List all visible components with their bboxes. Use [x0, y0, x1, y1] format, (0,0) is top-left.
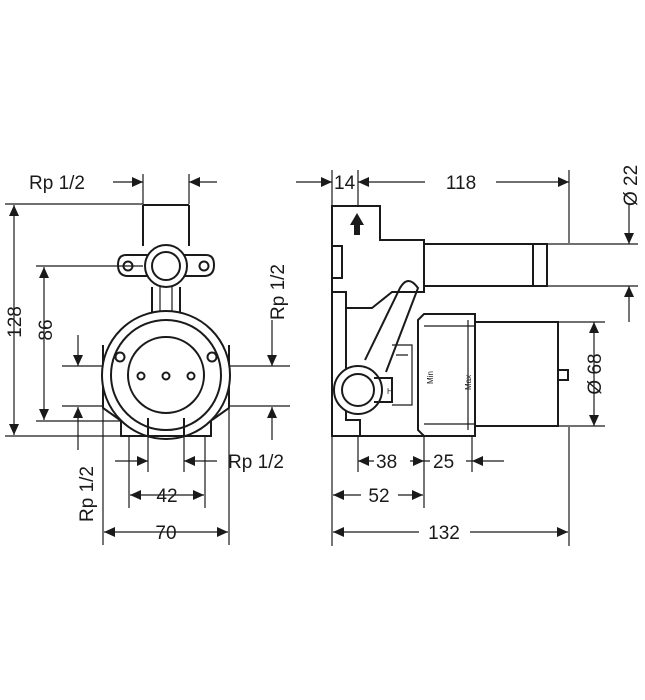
side-view: H Min Max	[296, 165, 642, 546]
label-dim-38: 38	[376, 452, 397, 473]
valve-stem	[374, 377, 393, 403]
seat-hole-3	[186, 371, 196, 381]
label-dim-118: 118	[446, 173, 476, 194]
cartridge-details	[424, 320, 475, 430]
body-screw-right	[206, 351, 218, 363]
bottom-outlet-divider	[147, 418, 185, 436]
label-dim-70: 70	[155, 523, 176, 544]
bottom-extension-lines	[102, 409, 230, 545]
body-screw-left	[114, 351, 126, 363]
label-dim-14: 14	[334, 173, 356, 194]
cartridge-spindle	[558, 369, 569, 381]
label-dim-22: Ø 22	[621, 165, 642, 206]
label-dim-68: Ø 68	[585, 353, 606, 394]
label-side-outlet: Rp 1/2	[268, 264, 289, 320]
front-side-extension-lines	[62, 365, 290, 407]
channel-detail	[392, 344, 413, 406]
valve-h-mark: H	[387, 387, 393, 396]
label-max: Max	[464, 375, 473, 390]
seat-hole-1	[136, 371, 146, 381]
bottom-outlets	[120, 420, 212, 437]
up-arrow-icon	[350, 213, 364, 235]
mounting-plate	[331, 205, 425, 309]
valve-knob-inner	[341, 373, 375, 407]
cartridge-cylinder	[475, 321, 559, 427]
label-dim-132: 132	[428, 523, 460, 544]
label-dim-42: 42	[156, 486, 177, 507]
cartridge-sleeve	[417, 313, 476, 437]
mount-hole-right	[198, 260, 210, 272]
side-bottom-ext	[331, 427, 570, 546]
seat-hole-2	[161, 371, 171, 381]
diagonal-channel	[364, 280, 420, 373]
top-inlet-ext	[142, 174, 190, 204]
side-right-ext	[548, 243, 638, 427]
label-dim-128: 128	[5, 306, 26, 338]
front-view: Rp 1/2 Rp 1/2 Rp 1/2 Rp 1/2 128 86 42 70	[5, 173, 290, 545]
label-dim-25: 25	[433, 452, 454, 473]
outlet-pipe	[424, 243, 548, 287]
plate-notch	[332, 245, 343, 279]
label-min: Min	[426, 371, 435, 384]
label-dim-52: 52	[368, 486, 389, 507]
body-outline	[331, 292, 424, 437]
main-body	[101, 310, 231, 440]
top-inlet-pipe	[142, 204, 190, 246]
main-body-rim	[110, 319, 222, 431]
cartridge-seat	[127, 336, 205, 414]
label-bottom-right: Rp 1/2	[228, 452, 284, 473]
front-extension-lines	[5, 203, 143, 437]
label-bottom-left: Rp 1/2	[77, 466, 98, 522]
body-inner-left	[345, 308, 361, 436]
label-dim-86: 86	[36, 319, 57, 340]
upper-connector-bore	[151, 251, 181, 281]
label-top-inlet: Rp 1/2	[29, 173, 85, 194]
